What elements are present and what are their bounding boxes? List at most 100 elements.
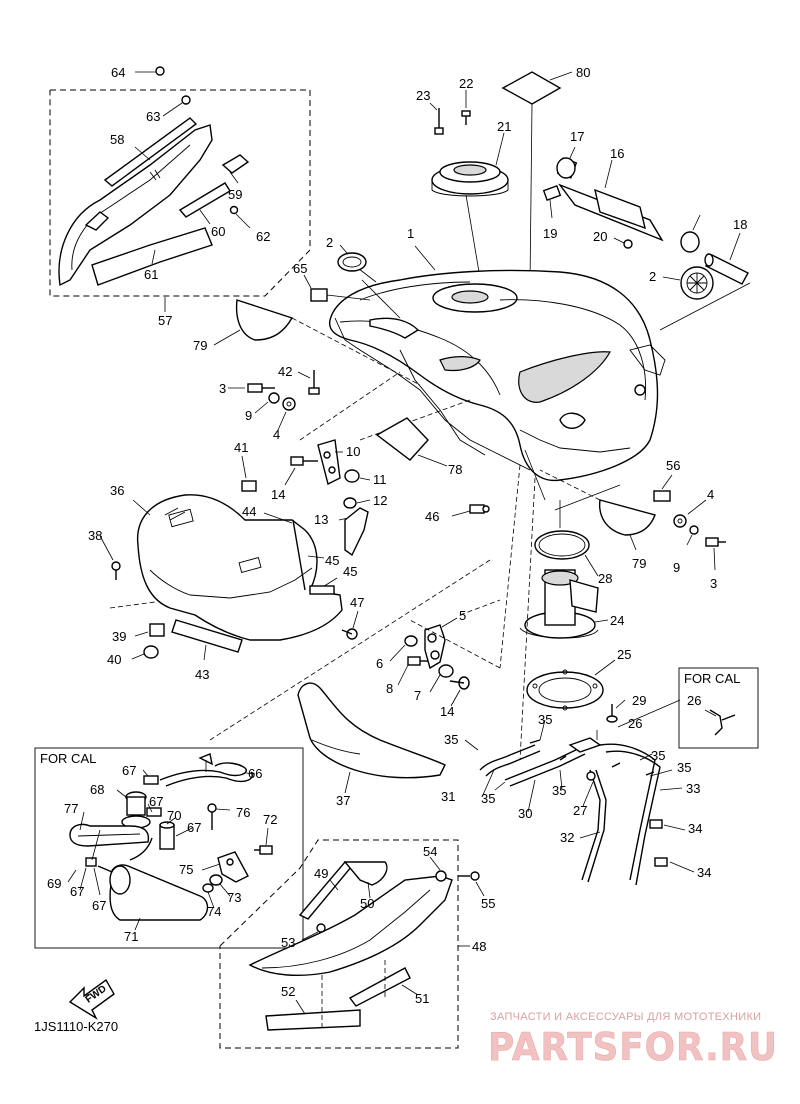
callout: 67 (122, 763, 136, 778)
callout: 43 (195, 667, 209, 682)
callout: 41 (234, 440, 248, 455)
callout: 5 (459, 608, 466, 623)
callout: 26 (687, 693, 701, 708)
callout: 23 (416, 88, 430, 103)
diagram-code: 1JS1110-K270 (34, 1019, 118, 1034)
callout: 77 (64, 801, 78, 816)
callout: 51 (415, 991, 429, 1006)
callout: 33 (686, 781, 700, 796)
group-48-box (219, 839, 485, 1049)
callout: 67 (70, 884, 84, 899)
callout: 30 (518, 806, 532, 821)
callout: 28 (598, 571, 612, 586)
watermark-tagline: ЗАПЧАСТИ И АКСЕССУАРЫ ДЛЯ МОТОТЕХНИКИ (490, 1011, 761, 1023)
bolt-46 (451, 504, 490, 517)
callout: 25 (617, 647, 631, 662)
callout: 35 (538, 712, 552, 727)
callout: 45 (325, 553, 339, 568)
callout: 37 (336, 793, 350, 808)
callout: 74 (207, 904, 221, 919)
cowl-36 (99, 455, 343, 641)
callout: 2 (649, 269, 656, 284)
callout: 35 (677, 760, 691, 775)
for-cal-box-right (678, 667, 759, 749)
callout: 78 (448, 462, 462, 477)
callout: 2 (326, 235, 333, 250)
callout: 31 (441, 789, 455, 804)
callout: 35 (651, 748, 665, 763)
callout: 72 (263, 812, 277, 827)
callout: 42 (278, 364, 292, 379)
callout: 35 (444, 732, 458, 747)
callout: 24 (610, 613, 624, 628)
callout: 80 (576, 65, 590, 80)
callout: 19 (543, 226, 557, 241)
callout: 7 (414, 688, 421, 703)
callout: 4 (707, 487, 714, 502)
callout: 47 (350, 595, 364, 610)
watermark: ЗАПЧАСТИ И АКСЕССУАРЫ ДЛЯ МОТОТЕХНИКИ PA… (488, 1011, 778, 1069)
callout: 16 (610, 146, 624, 161)
for-cal-label-left: FOR CAL (40, 751, 96, 766)
callout: 59 (228, 187, 242, 202)
callout: 66 (248, 766, 262, 781)
callout: 71 (124, 929, 138, 944)
watermark-site: PARTSFOR.RU (488, 1025, 778, 1069)
for-cal-box-left (34, 747, 304, 949)
fasteners-right (653, 474, 726, 571)
bolt-29 (606, 699, 626, 723)
callout: 26 (628, 716, 642, 731)
callout: 36 (110, 483, 124, 498)
callout: 29 (632, 693, 646, 708)
callout: 69 (47, 876, 61, 891)
fuel-pump-assembly (519, 530, 616, 711)
sticker-80 (501, 71, 573, 286)
bracket-16-group (542, 146, 751, 331)
callout: 39 (112, 629, 126, 644)
callout: 34 (688, 821, 702, 836)
hose-system (464, 699, 695, 886)
callout: 54 (423, 844, 437, 859)
grommet-2-right (662, 266, 714, 300)
fairing-37 (297, 682, 446, 794)
callout: 58 (110, 132, 124, 147)
fwd-arrow (68, 978, 115, 1020)
callout: 17 (570, 129, 584, 144)
panel-78 (375, 417, 448, 467)
callout: 45 (343, 564, 357, 579)
callout: 35 (552, 783, 566, 798)
bracket-5-group (389, 599, 501, 707)
callout: 56 (666, 458, 680, 473)
callout: 64 (111, 65, 125, 80)
callout: 73 (227, 890, 241, 905)
callout: 1 (407, 226, 414, 241)
callout: 21 (497, 119, 511, 134)
callout: 14 (271, 487, 285, 502)
callout: 27 (573, 803, 587, 818)
callout: 22 (459, 76, 473, 91)
fasteners-left (228, 370, 471, 557)
callout: 38 (88, 528, 102, 543)
callout: 13 (314, 512, 328, 527)
callout: 67 (149, 794, 163, 809)
callout: 53 (281, 935, 295, 950)
callout: 40 (107, 652, 121, 667)
trim-parts-left (131, 610, 359, 661)
callout: 18 (733, 217, 747, 232)
callout: 48 (472, 939, 486, 954)
callout: 65 (293, 261, 307, 276)
callout: 35 (481, 791, 495, 806)
callout: 14 (440, 704, 454, 719)
callout: 9 (673, 560, 680, 575)
callout: 75 (179, 862, 193, 877)
side-panels-79 (213, 274, 656, 551)
callout: 50 (360, 896, 374, 911)
callout: 70 (167, 808, 181, 823)
callout: 52 (281, 984, 295, 999)
callout: 63 (146, 109, 160, 124)
callout: 6 (376, 656, 383, 671)
callout: 76 (236, 805, 250, 820)
group-57-box (49, 66, 311, 312)
callout: 61 (144, 267, 158, 282)
